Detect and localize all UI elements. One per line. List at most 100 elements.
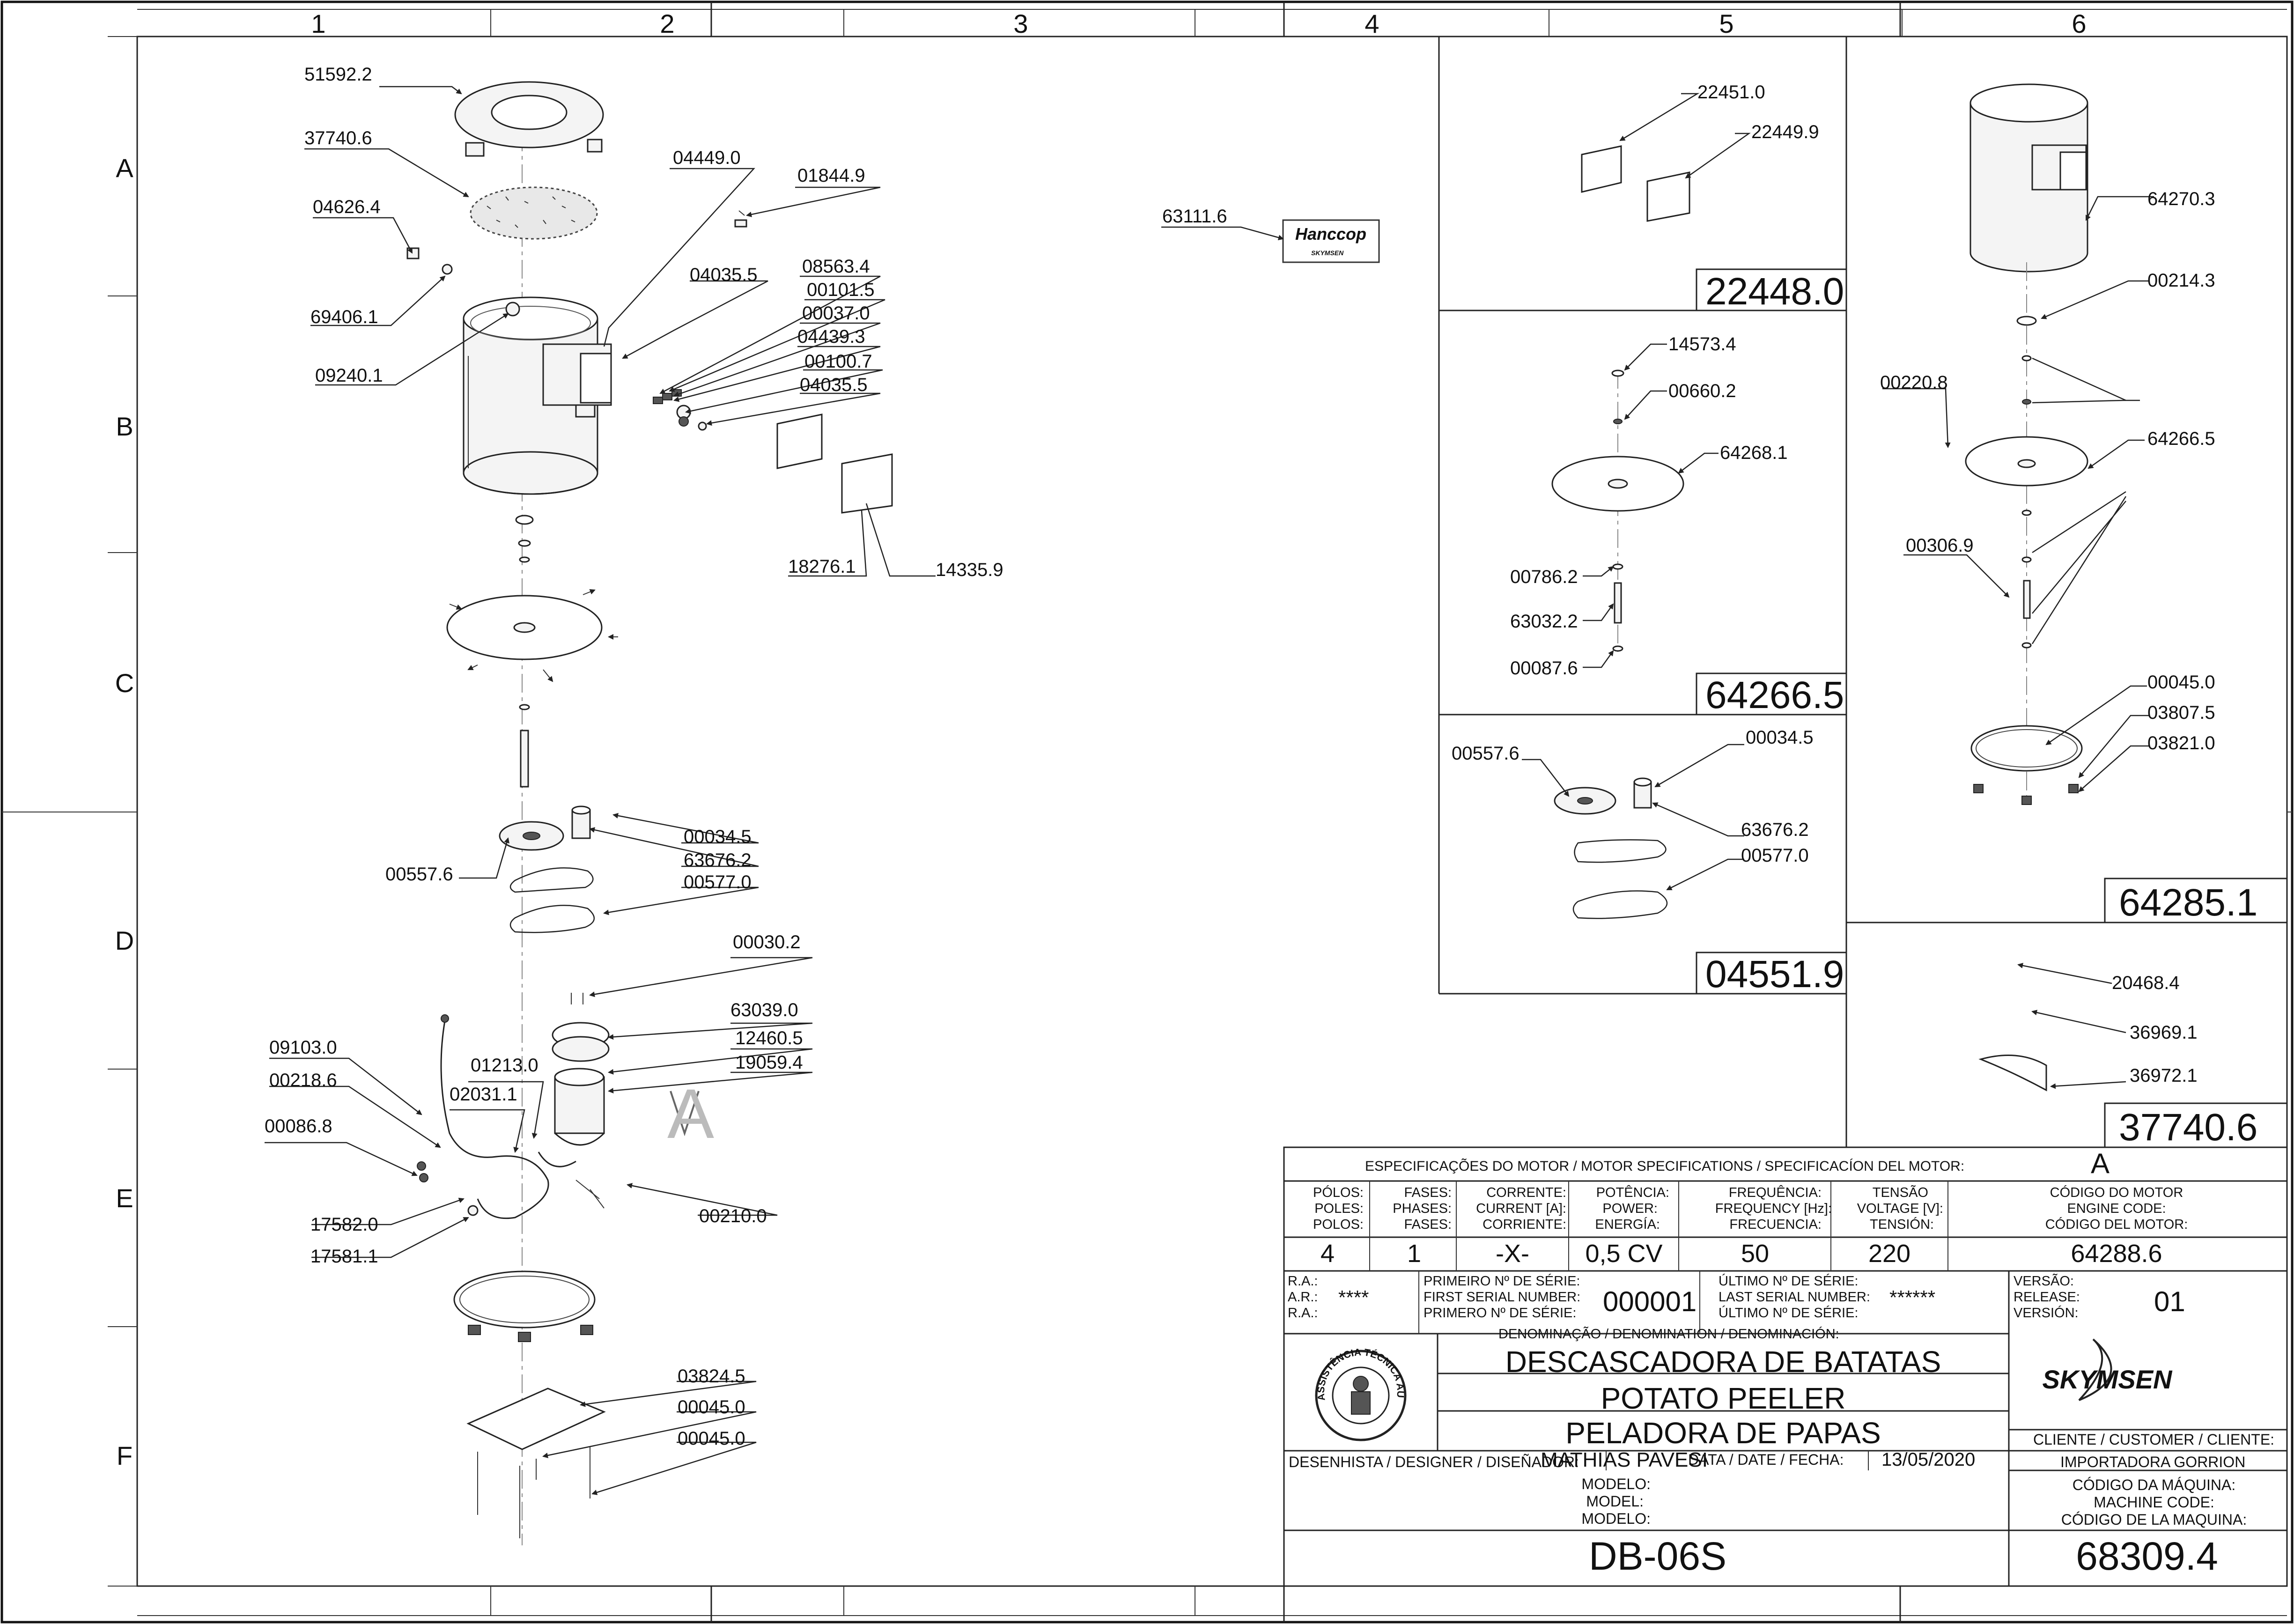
shaft-part — [519, 704, 530, 788]
part-label: 22449.9 — [1751, 122, 1819, 142]
machine-code-label: CÓDIGO DE LA MAQUINA: — [2061, 1511, 2247, 1528]
part-label: 00214.3 — [2147, 270, 2215, 291]
denomination-header: DENOMINAÇÃO / DENOMINATION / DENOMINACIÓ… — [1498, 1326, 1839, 1342]
main-part-labels: 51592.2 37740.6 04449.0 01844.9 04626.4 … — [265, 64, 1227, 1449]
motor-assembly — [417, 993, 700, 1219]
last-serial-label: ÚLTIMO Nº DE SÉRIE: — [1719, 1273, 1858, 1289]
first-serial-label: FIRST SERIAL NUMBER: — [1424, 1290, 1580, 1305]
ra-label: A.R.: — [1288, 1290, 1318, 1305]
machine-code-label: MACHINE CODE: — [2094, 1494, 2214, 1511]
product-names: DESCASCADORA DE BATATAS POTATO PEELER PE… — [1505, 1345, 1941, 1450]
machine-code-value: 68309.4 — [2076, 1534, 2218, 1578]
model-label: MODEL: — [1586, 1493, 1644, 1510]
part-label: 00557.6 — [1452, 743, 1519, 764]
row-labels: A B C D E F — [115, 153, 134, 1470]
last-serial-label: ÚLTIMO Nº DE SÉRIE: — [1719, 1305, 1858, 1321]
base-plate-part — [466, 1388, 606, 1538]
inset-64285-labels: 64270.3 00214.3 00220.8 64266.5 00306.9 … — [1880, 189, 2215, 753]
part-label: 63032.2 — [1510, 611, 1578, 632]
ra-label: R.A.: — [1288, 1306, 1318, 1321]
part-label: 36969.1 — [2130, 1022, 2198, 1043]
part-label: 00045.0 — [2147, 672, 2215, 693]
part-label: 12460.5 — [735, 1028, 803, 1048]
column-labels: 1 2 3 4 5 6 — [311, 9, 2086, 38]
part-label: 63039.0 — [730, 1000, 798, 1020]
part-label: 64268.1 — [1720, 443, 1788, 463]
part-label: 00030.2 — [733, 932, 801, 952]
column-separators — [490, 2, 1903, 1622]
part-label: 04035.5 — [800, 375, 868, 395]
inset-title-04551: 04551.9 — [1705, 953, 1844, 996]
product-name-en: POTATO PEELER — [1601, 1381, 1846, 1415]
part-label: 00101.5 — [807, 280, 875, 300]
part-label: 64266.5 — [2147, 428, 2215, 449]
door-parts — [734, 210, 893, 514]
row-label-d: D — [115, 926, 134, 955]
inset-22448-drawing — [1581, 93, 1751, 222]
part-label: 14335.9 — [936, 560, 1003, 580]
part-label: 00100.7 — [804, 351, 872, 372]
part-label: 00660.2 — [1668, 381, 1736, 401]
inset-04551-labels: 00557.6 00034.5 63676.2 00577.0 — [1452, 727, 1814, 866]
assembly-letter: A — [667, 1074, 714, 1153]
peeler-body-part — [463, 296, 612, 495]
part-label: 00034.5 — [684, 827, 752, 847]
part-label: 01844.9 — [797, 165, 865, 186]
part-label: 00218.6 — [269, 1070, 337, 1091]
header-frequencia: FRECUENCIA: — [1729, 1217, 1822, 1232]
header-corrente: CORRIENTE: — [1483, 1217, 1566, 1232]
inset-panels: 22448.0 64266.5 04551.9 64285.1 37740.6 … — [1438, 37, 2288, 1149]
part-label: 00086.8 — [265, 1116, 332, 1137]
date-label: DATA / DATE / FECHA: — [1688, 1451, 1844, 1468]
spec-values: 4 1 -X- 0,5 CV 50 220 64288.6 — [1320, 1240, 2162, 1268]
inset-64266-drawing — [1551, 343, 1719, 668]
client-value: IMPORTADORA GORRION — [2060, 1454, 2245, 1470]
header-fases: PHASES: — [1393, 1201, 1452, 1216]
part-label: 00306.9 — [1906, 535, 1974, 556]
part-label: 19059.4 — [735, 1052, 803, 1073]
inset-title-64285: 64285.1 — [2119, 881, 2257, 924]
pulley-set — [499, 805, 595, 933]
header-corrente: CORRENTE: — [1486, 1185, 1566, 1200]
part-label: 20468.4 — [2112, 973, 2180, 993]
part-label: 69406.1 — [310, 307, 378, 327]
column-label-1: 1 — [311, 9, 325, 38]
part-label: 04449.0 — [673, 148, 741, 168]
version-label: RELEASE: — [2014, 1290, 2080, 1305]
disc-plate-part — [446, 589, 618, 682]
row-separators — [108, 295, 137, 1327]
skymsen-logo: SKYMSEN — [2043, 1338, 2173, 1401]
logo-sub-text: SKYMSEN — [1311, 249, 1344, 257]
designer-label: DESENHISTA / DESIGNER / DISEÑADOR: — [1289, 1454, 1579, 1470]
first-serial-value: 000001 — [1603, 1286, 1697, 1317]
part-label: 08563.4 — [802, 256, 870, 277]
date-value: 13/05/2020 — [1881, 1449, 1975, 1470]
version-label: VERSIÓN: — [2014, 1305, 2079, 1321]
part-label: 18276.1 — [788, 556, 856, 577]
engine-code-header: CÓDIGO DO MOTOR ENGINE CODE: CÓDIGO DEL … — [2045, 1185, 2188, 1232]
part-label: 37740.6 — [304, 128, 372, 148]
spec-col-separators — [1369, 1181, 1948, 1470]
row-label-f: F — [117, 1441, 133, 1470]
header-codigo-motor: ENGINE CODE: — [2067, 1201, 2166, 1216]
header-tensao: VOLTAGE [V]: — [1857, 1201, 1943, 1216]
header-polos: POLOS: — [1313, 1217, 1364, 1232]
header-tensao: TENSÃO — [1873, 1184, 1928, 1200]
value-potencia: 0,5 CV — [1585, 1240, 1662, 1268]
value-codigo-motor: 64288.6 — [2071, 1240, 2162, 1268]
part-label: 00786.2 — [1510, 567, 1578, 587]
header-potencia: ENERGÍA: — [1595, 1217, 1660, 1232]
column-label-2: 2 — [660, 9, 674, 38]
first-serial-label: PRIMERO Nº DE SÉRIE: — [1424, 1305, 1576, 1321]
part-label: 02031.1 — [450, 1084, 517, 1105]
spec-column-headers: PÓLOS: POLES: POLOS: FASES: PHASES: FASE… — [1313, 1184, 1943, 1232]
column-label-4: 4 — [1365, 9, 1379, 38]
part-label: 00087.6 — [1510, 658, 1578, 679]
column-label-6: 6 — [2072, 9, 2086, 38]
part-label: 09240.1 — [315, 365, 383, 386]
header-codigo-motor: CÓDIGO DO MOTOR — [2050, 1185, 2183, 1200]
value-tensao: 220 — [1868, 1240, 1910, 1268]
value-polos: 4 — [1320, 1240, 1335, 1268]
inset-04551-drawing — [1522, 744, 1744, 919]
